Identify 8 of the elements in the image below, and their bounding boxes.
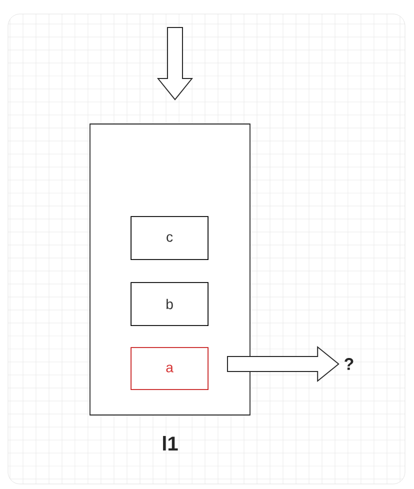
text-box: c [130, 216, 208, 260]
block-arrow [227, 346, 340, 382]
container-box [90, 124, 250, 416]
question-mark: ? [344, 358, 354, 370]
block-arrow [156, 27, 194, 100]
text-box: a [130, 347, 208, 390]
box-label: l1 [163, 436, 178, 450]
text-box: b [130, 282, 208, 326]
